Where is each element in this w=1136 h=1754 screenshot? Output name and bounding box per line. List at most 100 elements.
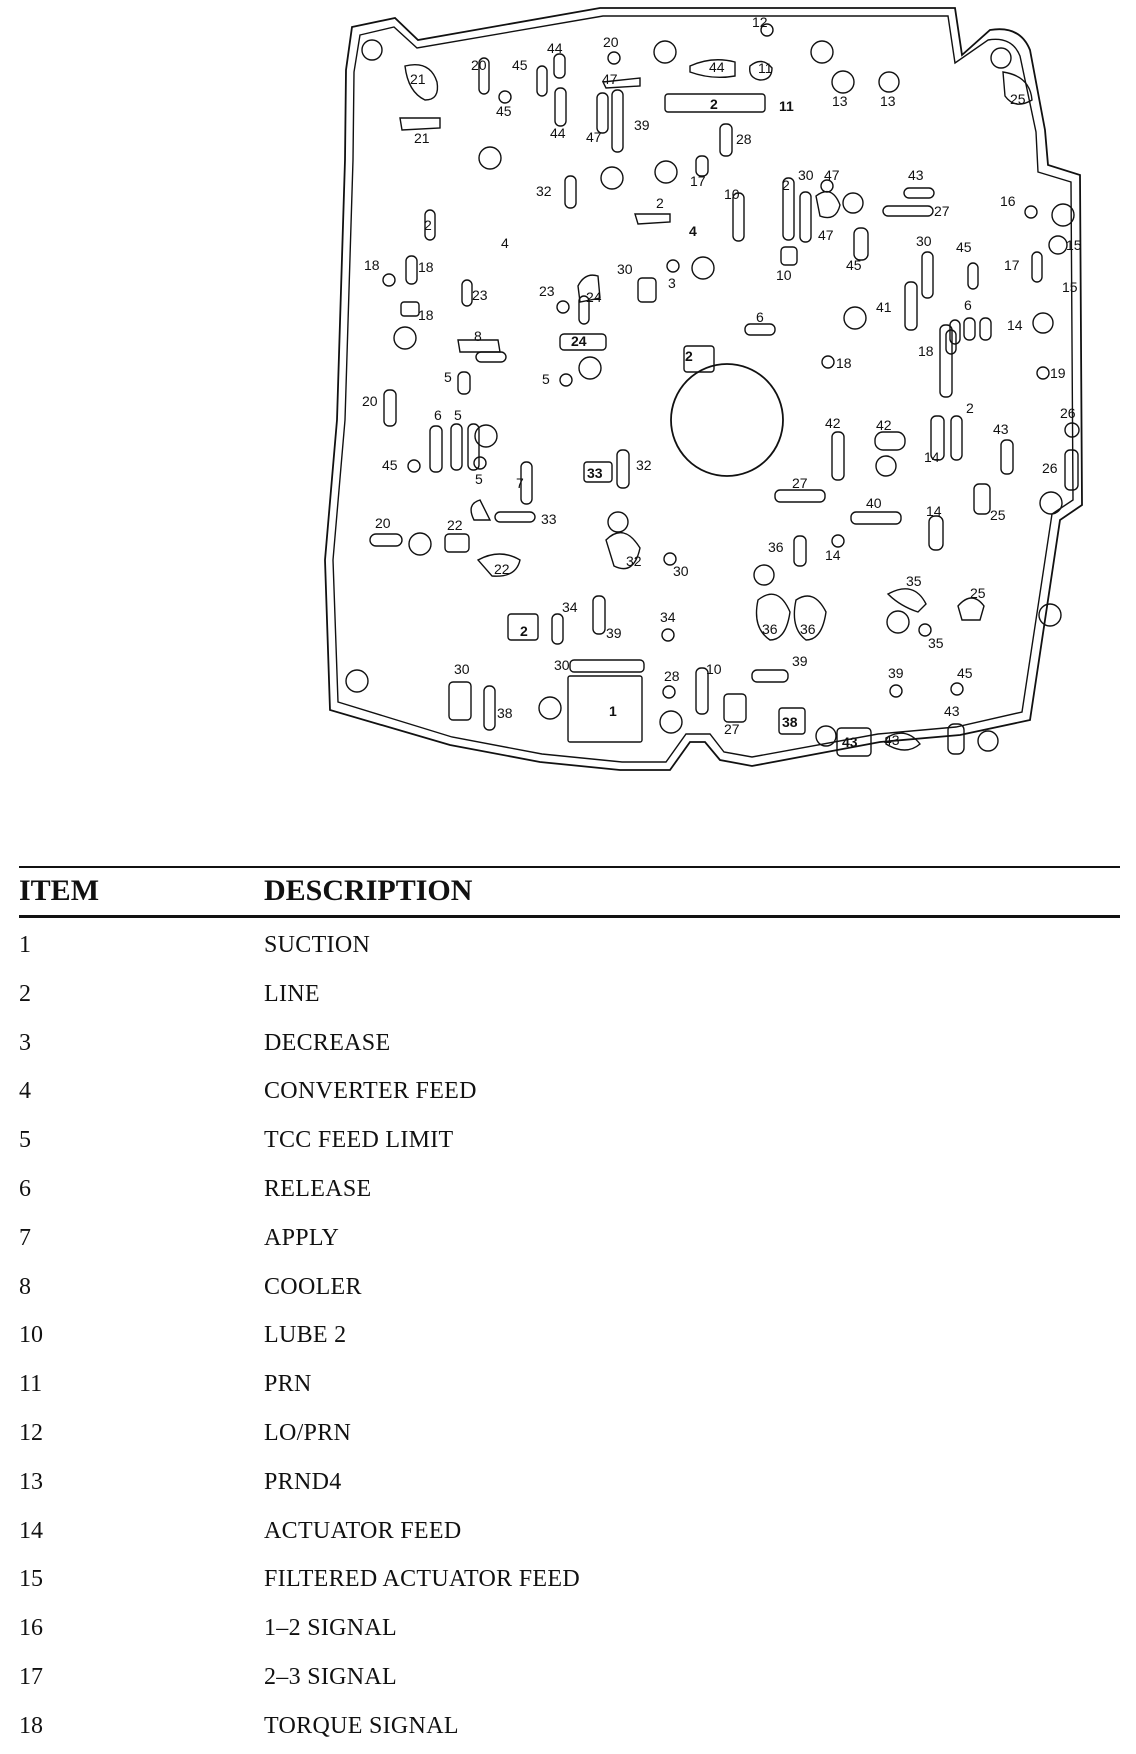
label-4: 4 xyxy=(689,223,697,239)
passage-shapes xyxy=(399,59,1033,751)
item-number: 14 xyxy=(19,1517,43,1544)
label-35: 35 xyxy=(928,635,944,651)
item-description: LO/PRN xyxy=(264,1419,352,1446)
label-39: 39 xyxy=(606,625,622,641)
item-description: LUBE 2 xyxy=(264,1322,347,1349)
label-13: 13 xyxy=(832,93,848,109)
label-30: 30 xyxy=(673,563,689,579)
label-25: 25 xyxy=(970,585,986,601)
label-11: 11 xyxy=(779,98,794,114)
label-40: 40 xyxy=(866,495,882,511)
label-25: 25 xyxy=(990,507,1006,523)
item-description: RELEASE xyxy=(264,1175,372,1202)
label-10: 10 xyxy=(776,267,792,283)
label-45: 45 xyxy=(957,665,973,681)
label-43: 43 xyxy=(993,421,1009,437)
item-description: APPLY xyxy=(264,1224,340,1251)
label-22: 22 xyxy=(447,517,463,533)
table-top-rule xyxy=(19,866,1120,868)
item-number: 10 xyxy=(19,1322,43,1349)
label-38: 38 xyxy=(497,705,513,721)
label-16: 16 xyxy=(1000,193,1016,209)
item-description: TCC FEED LIMIT xyxy=(264,1127,454,1154)
item-number: 7 xyxy=(19,1224,31,1251)
label-36: 36 xyxy=(762,621,778,637)
label-32: 32 xyxy=(636,457,652,473)
item-description: COOLER xyxy=(264,1273,362,1300)
label-39: 39 xyxy=(634,117,650,133)
plate-outline-inner xyxy=(332,15,1074,763)
label-14: 14 xyxy=(1007,317,1023,333)
item-number: 2 xyxy=(19,980,31,1007)
valve-body-gasket-diagram: 1 2 2 2 2 2 2 2 3 4 4 5 5 5 5 6 6 6 7 8 … xyxy=(324,7,1083,771)
label-26: 26 xyxy=(1042,460,1058,476)
item-number: 3 xyxy=(19,1029,31,1056)
label-10: 10 xyxy=(724,186,740,202)
label-41: 41 xyxy=(876,299,892,315)
label-20: 20 xyxy=(362,393,378,409)
label-47: 47 xyxy=(818,227,834,243)
column-header-item: ITEM xyxy=(19,874,100,907)
label-2: 2 xyxy=(782,177,790,193)
label-24: 24 xyxy=(571,333,587,349)
label-47: 47 xyxy=(602,71,618,87)
label-33: 33 xyxy=(587,465,603,481)
label-3: 3 xyxy=(668,275,676,291)
label-23: 23 xyxy=(472,287,488,303)
label-18: 18 xyxy=(918,343,934,359)
item-description: TORQUE SIGNAL xyxy=(264,1712,459,1739)
label-30: 30 xyxy=(454,661,470,677)
bolt-holes xyxy=(345,39,1075,752)
central-bore xyxy=(670,363,784,477)
item-description: DECREASE xyxy=(264,1029,391,1056)
label-4: 4 xyxy=(501,235,509,251)
label-30: 30 xyxy=(617,261,633,277)
label-43: 43 xyxy=(842,734,858,750)
label-43: 43 xyxy=(944,703,960,719)
label-45: 45 xyxy=(496,103,512,119)
label-23: 23 xyxy=(539,283,555,299)
table-header-rule xyxy=(19,915,1120,918)
label-47: 47 xyxy=(586,129,602,145)
label-18: 18 xyxy=(418,259,434,275)
label-45: 45 xyxy=(382,457,398,473)
label-14: 14 xyxy=(825,547,841,563)
table-row: 14 ACTUATOR FEED xyxy=(19,1510,1120,1559)
label-8: 8 xyxy=(474,328,482,344)
label-47: 47 xyxy=(824,167,840,183)
label-5: 5 xyxy=(542,371,550,387)
label-28: 28 xyxy=(664,668,680,684)
label-38: 38 xyxy=(782,714,798,730)
label-45: 45 xyxy=(846,257,862,273)
label-36: 36 xyxy=(800,621,816,637)
label-44: 44 xyxy=(547,40,563,56)
item-number: 17 xyxy=(19,1663,43,1690)
table-row: 7 APPLY xyxy=(19,1217,1120,1266)
label-30: 30 xyxy=(554,657,570,673)
item-description: CONVERTER FEED xyxy=(264,1078,477,1105)
label-6: 6 xyxy=(756,309,764,325)
label-39: 39 xyxy=(888,665,904,681)
label-2: 2 xyxy=(424,217,432,233)
label-45: 45 xyxy=(512,57,528,73)
item-description: SUCTION xyxy=(264,932,371,958)
label-5: 5 xyxy=(475,471,483,487)
item-description: ACTUATOR FEED xyxy=(264,1517,462,1544)
label-30: 30 xyxy=(916,233,932,249)
label-35: 35 xyxy=(906,573,922,589)
label-21: 21 xyxy=(414,130,430,146)
label-34: 34 xyxy=(660,609,676,625)
label-27: 27 xyxy=(724,721,740,737)
label-2: 2 xyxy=(710,96,718,112)
label-27: 27 xyxy=(934,203,950,219)
